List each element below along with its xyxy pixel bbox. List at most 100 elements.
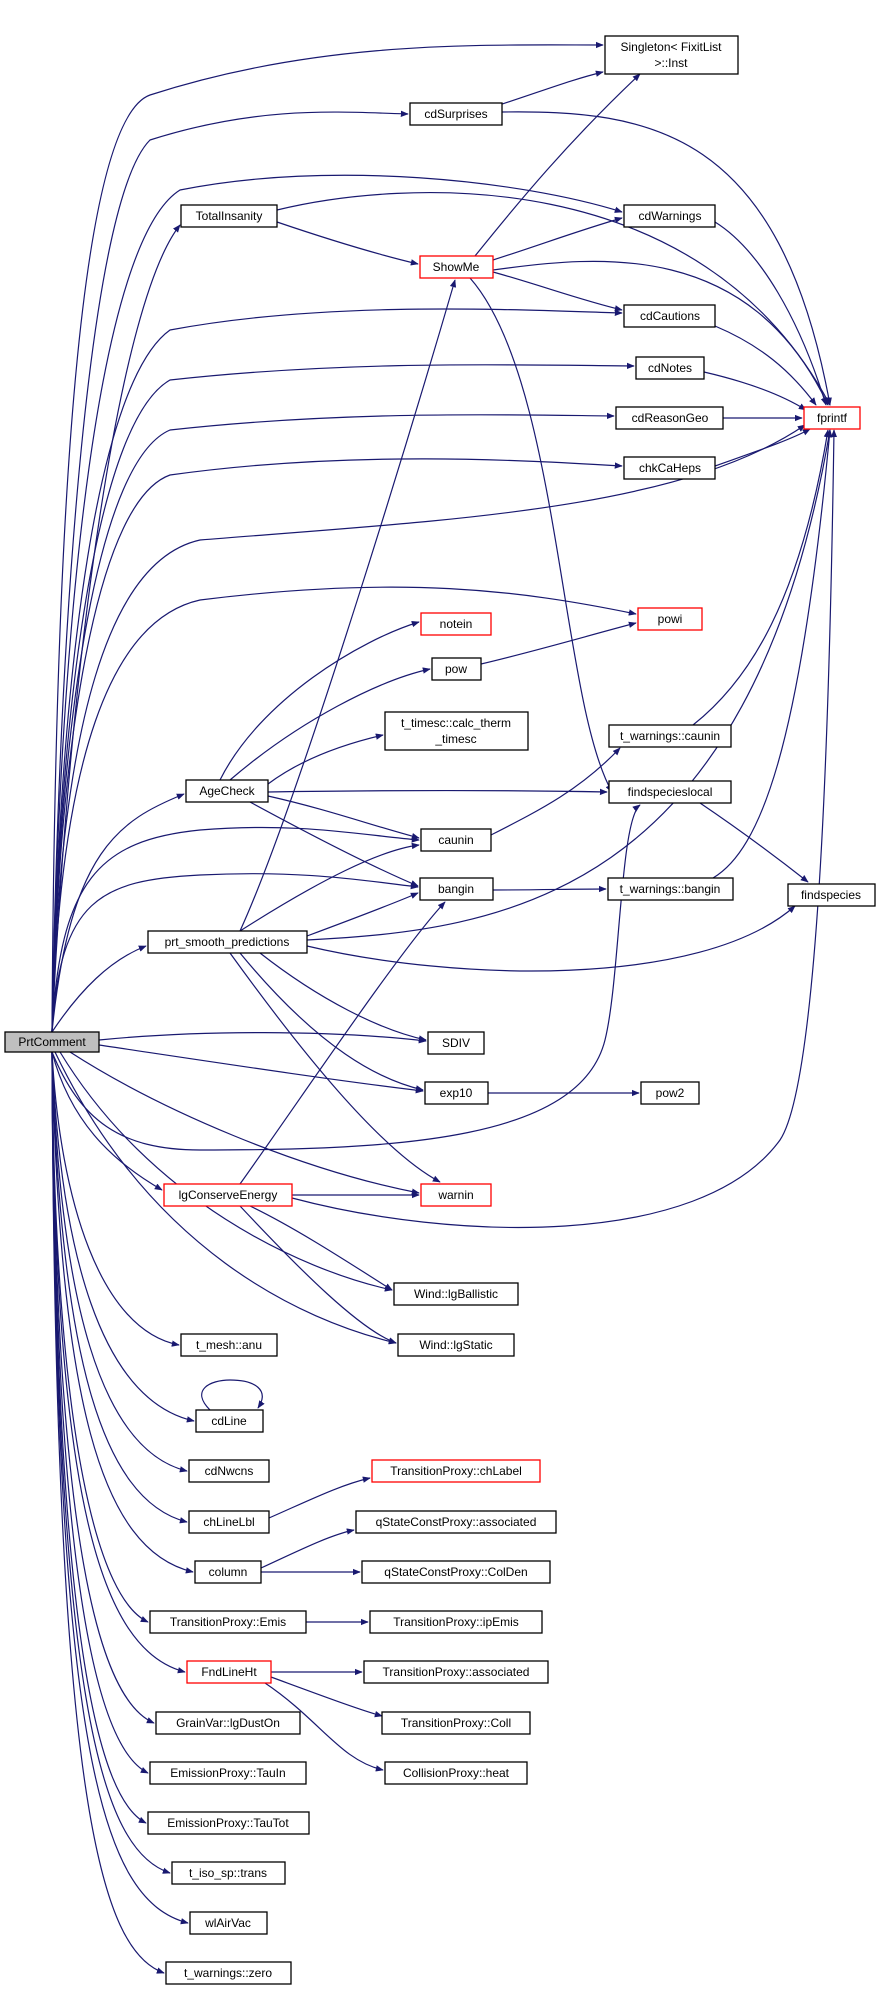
call-edge [714,428,811,467]
node-sdiv[interactable]: SDIV [427,1031,485,1055]
call-edge [51,412,615,1033]
node-label: bangin [438,882,474,896]
node-cdline[interactable]: cdLine [195,1409,264,1433]
node-caunin[interactable]: caunin [420,828,492,852]
call-edge [51,1051,188,1473]
node-label: caunin [438,833,473,847]
node-tp-emis[interactable]: TransitionProxy::Emis [149,1610,307,1634]
node-wind-lgballistic[interactable]: Wind::lgBallistic [393,1282,519,1306]
node-totalinsanity[interactable]: TotalInsanity [180,204,278,228]
node-pow[interactable]: pow [431,657,482,681]
node-agecheck[interactable]: AgeCheck [185,779,269,803]
node-prtcomment[interactable]: PrtComment [4,1031,100,1053]
call-edge [51,174,623,1033]
node-findspecieslocal[interactable]: findspecieslocal [608,780,732,804]
node-label: TransitionProxy::Coll [401,1716,511,1730]
call-edge [474,73,641,257]
node-label: Singleton< FixitList [620,40,722,54]
node-tp-ipemis[interactable]: TransitionProxy::ipEmis [369,1610,543,1634]
node-label: findspecies [801,888,861,902]
call-edge [699,802,809,883]
call-edge [501,111,832,406]
node-tp-chlabel[interactable]: TransitionProxy::chLabel [371,1459,541,1483]
node-cdsurprises[interactable]: cdSurprises [409,102,503,126]
call-edge [51,110,409,1033]
call-edge [492,260,829,406]
node-fprintf[interactable]: fprintf [803,406,861,430]
node-qs-colden[interactable]: qStateConstProxy::ColDen [361,1560,551,1584]
node-wind-lgstatic[interactable]: Wind::lgStatic [397,1333,515,1357]
call-edge [306,429,832,941]
node-label: pow [445,662,467,676]
node-label: TransitionProxy::chLabel [390,1464,522,1478]
node-tp-coll[interactable]: TransitionProxy::Coll [381,1711,531,1735]
node-bangin[interactable]: bangin [419,877,494,901]
call-edge [51,362,635,1033]
node-cdnotes[interactable]: cdNotes [635,356,705,380]
node-tw-bangin[interactable]: t_warnings::bangin [607,877,734,901]
node-powi[interactable]: powi [637,607,703,631]
node-showme[interactable]: ShowMe [419,255,494,279]
node-label: GrainVar::lgDustOn [176,1716,280,1730]
call-edge [712,429,833,879]
node-label: PrtComment [18,1035,86,1049]
call-edge [51,1051,180,1347]
call-edge [703,371,807,411]
call-edge [51,1051,163,1191]
call-edge [276,221,419,266]
node-label: t_mesh::anu [196,1338,262,1352]
node-label: powi [658,612,683,626]
node-cdnwcns[interactable]: cdNwcns [188,1459,270,1483]
node-cp-heat[interactable]: CollisionProxy::heat [384,1761,528,1785]
call-edge [492,885,607,893]
node-ep-tauin[interactable]: EmissionProxy::TauIn [149,1761,307,1785]
call-edge [306,892,419,937]
call-edge [51,308,623,1033]
node-notein[interactable]: notein [420,612,492,636]
node-tp-associated[interactable]: TransitionProxy::associated [363,1660,549,1684]
node-label: qStateConstProxy::ColDen [384,1565,527,1579]
call-edge [489,70,604,109]
node-label: _timesc [434,732,476,746]
node-fndlineht[interactable]: FndLineHt [186,1660,272,1684]
node-label: fprintf [817,411,848,425]
node-tw-zero[interactable]: t_warnings::zero [165,1961,292,1985]
node-label: pow2 [656,1086,685,1100]
node-cdcautions[interactable]: cdCautions [623,304,716,328]
node-tiso-trans[interactable]: t_iso_sp::trans [171,1861,286,1885]
call-edge [239,279,457,932]
node-lgconserveenergy[interactable]: lgConserveEnergy [163,1183,293,1207]
node-qs-associated[interactable]: qStateConstProxy::associated [355,1510,557,1534]
node-label: Wind::lgStatic [419,1338,492,1352]
node-calc-therm-timesc[interactable]: t_timesc::calc_therm _timesc [384,711,529,751]
node-exp10[interactable]: exp10 [424,1081,489,1105]
node-column[interactable]: column [194,1560,262,1584]
call-edge [98,1032,427,1044]
call-edge [51,873,419,1033]
node-grainvar-lgduston[interactable]: GrainVar::lgDustOn [155,1711,301,1735]
node-pow2[interactable]: pow2 [640,1081,700,1105]
node-tw-caunin[interactable]: t_warnings::caunin [608,724,732,748]
node-chlinelbl[interactable]: chLineLbl [188,1510,270,1534]
node-ep-tautot[interactable]: EmissionProxy::TauTot [147,1811,310,1835]
node-findspecies[interactable]: findspecies [787,883,876,907]
node-wlairvac[interactable]: wlAirVac [189,1911,268,1935]
call-edge [239,842,420,932]
node-cdreasongeo[interactable]: cdReasonGeo [615,406,724,430]
call-edge [69,1051,420,1195]
node-warnin[interactable]: warnin [420,1183,492,1207]
call-edge [239,952,424,1092]
call-edge [54,1051,397,1345]
call-edge [51,1051,155,1724]
node-tmesh-anu[interactable]: t_mesh::anu [180,1333,278,1357]
node-prt-smooth-predictions[interactable]: prt_smooth_predictions [147,930,308,954]
node-cdwarnings[interactable]: cdWarnings [623,204,716,228]
call-edge [249,1205,393,1291]
node-singleton-fixitlist-inst[interactable]: Singleton< FixitList >::Inst [604,35,739,75]
call-edge [51,1051,165,1974]
node-label: qStateConstProxy::associated [376,1515,537,1529]
call-edge [291,429,838,1229]
node-chkcaheps[interactable]: chkCaHeps [623,456,716,480]
node-label: cdLine [211,1414,247,1428]
